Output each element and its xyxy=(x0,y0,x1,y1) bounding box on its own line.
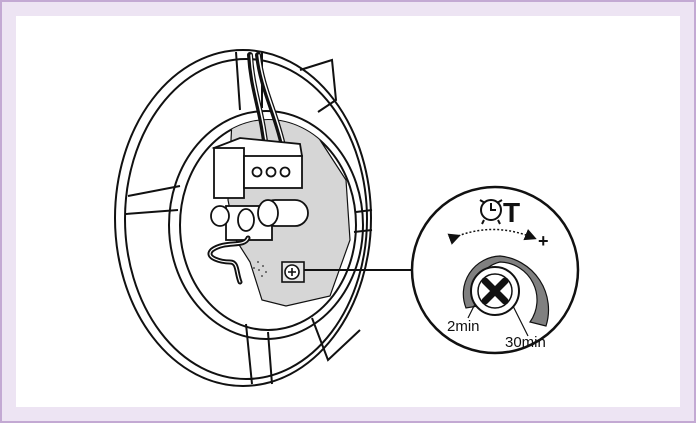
housing-rib-left xyxy=(125,185,181,215)
terminal-hole-2 xyxy=(265,166,277,178)
clock-icon xyxy=(479,199,503,225)
timer-knob xyxy=(470,266,520,316)
cross-icon xyxy=(481,277,509,305)
housing-rib-top-right xyxy=(299,58,338,113)
min-pointer xyxy=(467,303,476,319)
housing-outer-rim-inner xyxy=(124,58,368,380)
max-pointer xyxy=(512,305,529,337)
housing-rib-bottom xyxy=(245,323,273,385)
terminal-block-left xyxy=(213,147,245,199)
max-time-label: 30min xyxy=(505,334,546,351)
timer-range-arc xyxy=(462,255,550,327)
min-time-label: 2min xyxy=(447,318,480,335)
housing-rib-bottom-right xyxy=(311,317,361,362)
terminal-block xyxy=(211,137,304,199)
screw-icon xyxy=(281,261,305,283)
housing-inner-ring xyxy=(168,110,364,340)
component-cylinder-end xyxy=(257,199,279,227)
pcb-dots xyxy=(253,261,267,277)
component-cap-mid xyxy=(237,208,255,232)
capacitor-component xyxy=(210,199,309,241)
terminal-hole-1 xyxy=(251,166,263,178)
terminal-hole-3 xyxy=(279,166,291,178)
zoom-callout: T - + 2min 30min xyxy=(410,185,580,355)
component-cap-left xyxy=(210,205,230,227)
timer-symbol-letter: T xyxy=(503,197,520,228)
plus-label: + xyxy=(538,231,549,251)
supply-wires xyxy=(247,52,287,153)
minus-label: - xyxy=(450,226,456,246)
housing-rib-right xyxy=(353,209,373,233)
